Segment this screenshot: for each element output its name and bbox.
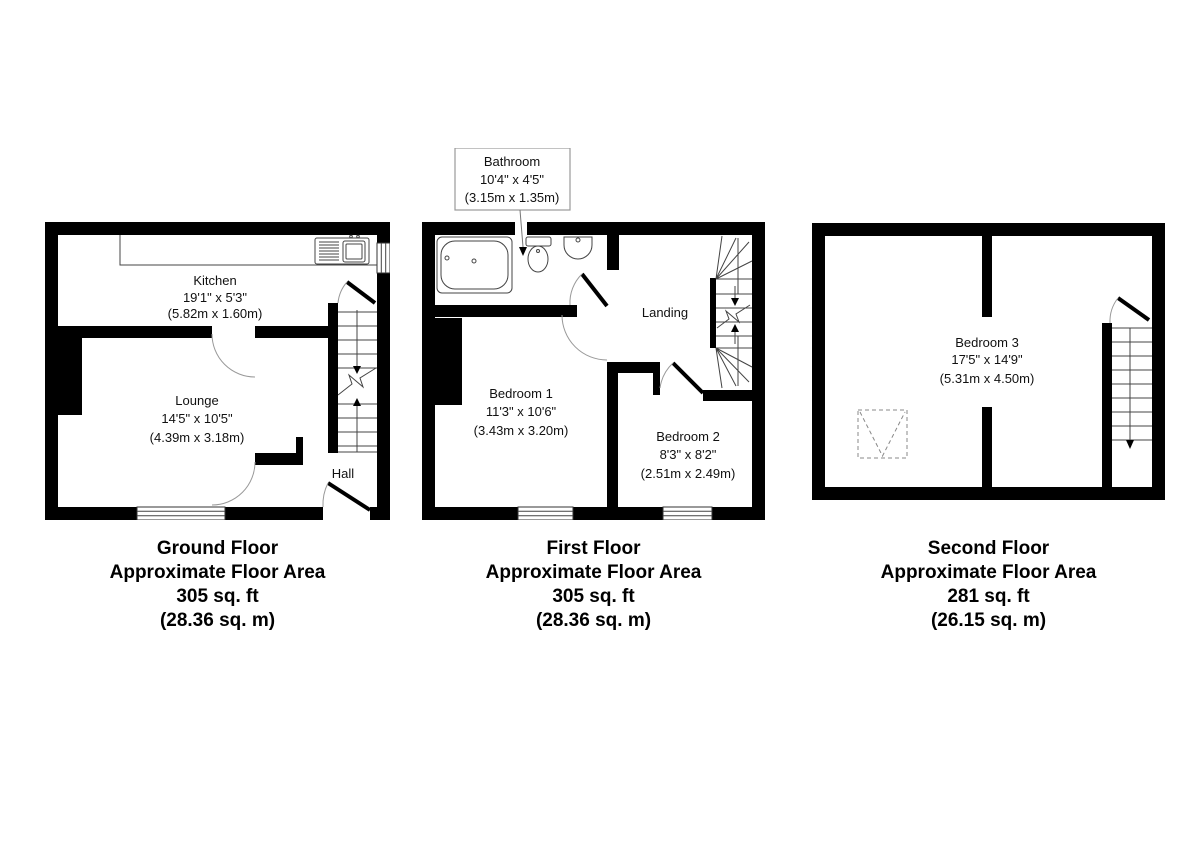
kitchen-sink-icon [314, 234, 370, 265]
second-floor-area-ft: 281 sq. ft [947, 586, 1030, 607]
ground-floor-subtitle: Approximate Floor Area [109, 562, 326, 583]
first-doors [561, 272, 705, 395]
callout-leader-line [519, 209, 524, 248]
first-floor-subtitle: Approximate Floor Area [485, 562, 702, 583]
toilet-icon [525, 236, 552, 273]
second-floor-plan: Bedroom 3 17'5" x 14'9" (5.31m x 4.50m) [812, 223, 1165, 500]
first-room-labels: Landing Bedroom 1 11'3" x 10'6" (3.43m x… [474, 305, 736, 481]
bath-icon [436, 236, 513, 294]
second-stairs-door [1109, 296, 1151, 324]
bathroom-callout: Bathroom 10'4" x 4'5" (3.15m x 1.35m) [454, 148, 571, 256]
ground-stairs [337, 310, 377, 453]
bathroom-dims-m: (3.15m x 1.35m) [465, 190, 560, 205]
bedroom2-dims-m: (2.51m x 2.49m) [641, 466, 736, 481]
bathroom-dims-ft: 10'4" x 4'5" [480, 172, 544, 187]
bedroom3-dims-m: (5.31m x 4.50m) [940, 371, 1035, 386]
first-floor-caption: First Floor Approximate Floor Area 305 s… [422, 537, 765, 633]
ground-room-labels: Kitchen 19'1" x 5'3" (5.82m x 1.60m) Lou… [150, 273, 355, 481]
first-stairs [715, 235, 753, 389]
first-floor-title: First Floor [546, 538, 641, 559]
ground-floor-area-ft: 305 sq. ft [176, 586, 259, 607]
ground-floor-plan: Kitchen 19'1" x 5'3" (5.82m x 1.60m) Lou… [45, 222, 390, 520]
landing-label: Landing [642, 305, 688, 320]
ground-window-bottom [136, 506, 226, 520]
first-floor-area-m: (28.36 sq. m) [535, 610, 652, 631]
chimney-breast [435, 318, 462, 405]
bedroom3-dims-ft: 17'5" x 14'9" [951, 352, 1023, 367]
kitchen-dims-m: (5.82m x 1.60m) [168, 306, 263, 321]
kitchen-counter [119, 235, 377, 266]
lounge-dims-m: (4.39m x 3.18m) [150, 430, 245, 445]
ground-doors [211, 280, 377, 512]
first-window-bedroom1 [517, 506, 574, 520]
bedroom2-label: Bedroom 2 [656, 429, 720, 444]
bedroom2-dims-ft: 8'3" x 8'2" [660, 447, 717, 462]
second-floor-caption: Second Floor Approximate Floor Area 281 … [812, 537, 1165, 633]
hall-label: Hall [332, 466, 355, 481]
ground-window-right [376, 242, 390, 274]
ground-front-door-opening [323, 507, 370, 520]
skylight-icon [857, 409, 908, 459]
kitchen-dims-ft: 19'1" x 5'3" [183, 290, 247, 305]
kitchen-label: Kitchen [193, 273, 236, 288]
first-floor-area-ft: 305 sq. ft [552, 586, 635, 607]
lounge-dims-ft: 14'5" x 10'5" [161, 411, 233, 426]
basin-icon [563, 236, 593, 260]
second-floor-title: Second Floor [927, 538, 1050, 559]
second-room-labels: Bedroom 3 17'5" x 14'9" (5.31m x 4.50m) [940, 335, 1035, 386]
bedroom1-dims-m: (3.43m x 3.20m) [474, 423, 569, 438]
lounge-label: Lounge [175, 393, 218, 408]
chimney-breast [58, 326, 82, 415]
bedroom3-label: Bedroom 3 [955, 335, 1019, 350]
second-walls [812, 223, 1165, 500]
first-floor-plan: Bathroom 10'4" x 4'5" (3.15m x 1.35m) [422, 148, 765, 520]
first-window-bedroom2 [662, 506, 713, 520]
ground-floor-caption: Ground Floor Approximate Floor Area 305 … [45, 537, 390, 633]
bedroom1-dims-ft: 11'3" x 10'6" [486, 404, 557, 419]
bedroom1-label: Bedroom 1 [489, 386, 553, 401]
second-floor-area-m: (26.15 sq. m) [930, 610, 1047, 631]
ground-floor-area-m: (28.36 sq. m) [159, 610, 276, 631]
ground-floor-title: Ground Floor [156, 538, 279, 559]
second-stairs [1112, 327, 1152, 449]
second-floor-subtitle: Approximate Floor Area [880, 562, 1097, 583]
callout-arrow-icon [519, 247, 527, 256]
bathroom-label: Bathroom [484, 154, 540, 169]
ground-walls [45, 222, 390, 520]
